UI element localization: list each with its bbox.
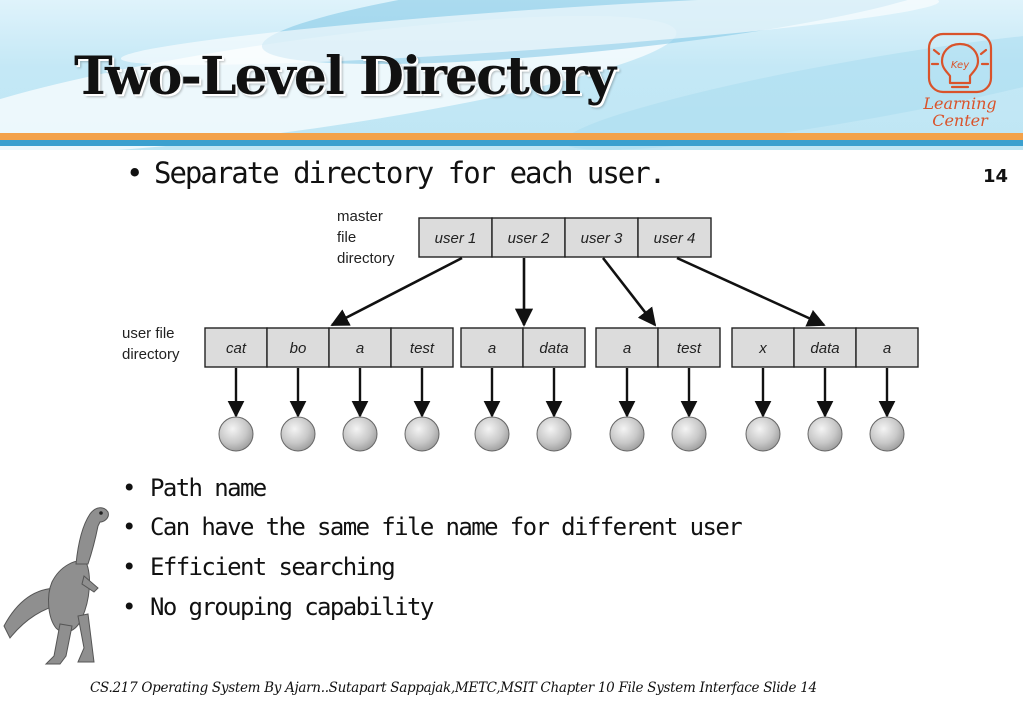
user-file-directories: cat bo a test a data a test x data a <box>204 327 919 368</box>
user-directory-4: x data a <box>731 327 919 368</box>
header-background <box>0 0 1023 150</box>
file-node <box>342 416 378 452</box>
master-label-line-2: file <box>337 229 356 246</box>
file-entry: data <box>810 340 839 357</box>
file-node <box>869 416 905 452</box>
bullet-item: •No grouping capability <box>122 593 434 621</box>
file-entry: test <box>677 340 702 357</box>
master-label-line-3: directory <box>337 250 395 267</box>
file-entry: a <box>623 340 631 357</box>
logo-frame <box>927 32 993 94</box>
svg-text:Learning: Learning <box>922 94 996 113</box>
file-nodes <box>218 416 905 452</box>
file-node <box>280 416 316 452</box>
master-entry-user-4: user 4 <box>654 230 696 247</box>
lightbulb-icon <box>940 42 980 85</box>
slide-number: 14 <box>983 166 1009 187</box>
user-directory-2: a data <box>460 327 586 368</box>
file-node <box>474 416 510 452</box>
dinosaur-mascot-icon <box>3 507 109 665</box>
two-level-directory-diagram: master file directory user 1 user 2 user… <box>122 208 919 452</box>
file-entry: x <box>758 340 767 357</box>
file-node <box>609 416 645 452</box>
svg-text:Key: Key <box>951 60 970 71</box>
file-node <box>745 416 781 452</box>
svg-text:Center: Center <box>932 111 989 130</box>
bullet-item: •Path name <box>122 474 267 502</box>
file-node <box>536 416 572 452</box>
file-pointer-arrows <box>227 368 896 418</box>
master-to-user-arrows <box>330 256 826 327</box>
user-directory-1: cat bo a test <box>204 327 454 368</box>
file-entry: test <box>410 340 435 357</box>
bullet-item: •Can have the same file name for differe… <box>122 513 743 541</box>
main-bullet-text: Separate directory for each user. <box>154 156 666 190</box>
master-file-directory: user 1 user 2 user 3 user 4 <box>418 217 712 258</box>
file-entry: a <box>883 340 891 357</box>
learning-center-logo: Key Learning Center <box>922 32 997 130</box>
master-entry-user-3: user 3 <box>581 230 623 247</box>
file-entry: data <box>539 340 568 357</box>
slide-title: Two-Level Directory <box>74 46 616 107</box>
file-node <box>218 416 254 452</box>
header-orange-bar <box>0 133 1023 140</box>
master-entry-user-1: user 1 <box>435 230 477 247</box>
user-label-line-1: user file <box>122 325 175 342</box>
bullet-item: •Efficient searching <box>122 553 396 581</box>
file-entry: a <box>356 340 364 357</box>
header-blue-bar <box>0 140 1023 146</box>
file-node <box>404 416 440 452</box>
user-directory-3: a test <box>595 327 721 368</box>
file-node <box>807 416 843 452</box>
master-label-line-1: master <box>337 208 383 225</box>
user-label-line-2: directory <box>122 346 180 363</box>
file-entry: bo <box>290 340 307 357</box>
slide-footer: CS.217 Operating System By Ajarn..Sutapa… <box>90 680 817 696</box>
file-entry: a <box>488 340 496 357</box>
main-bullet: •Separate directory for each user. <box>126 156 666 190</box>
master-entry-user-2: user 2 <box>508 230 550 247</box>
file-entry: cat <box>226 340 247 357</box>
file-node <box>671 416 707 452</box>
